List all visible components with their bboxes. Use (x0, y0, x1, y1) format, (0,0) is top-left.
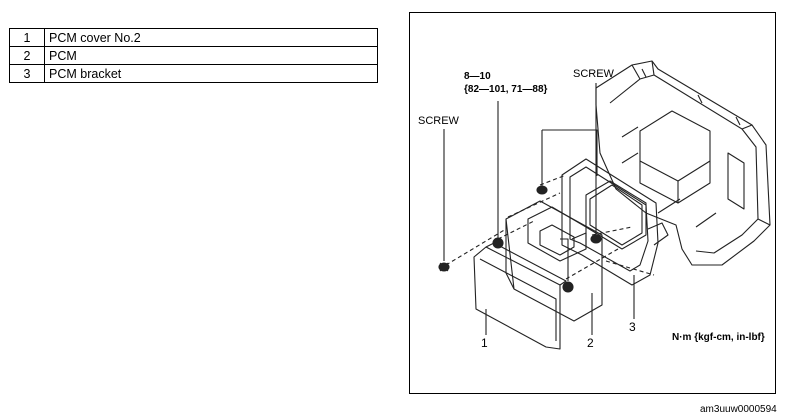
table-row: 3 PCM bracket (9, 64, 378, 83)
nut-left (492, 237, 504, 249)
screw-label-top: SCREW (573, 68, 614, 80)
part-name: PCM bracket (44, 64, 378, 83)
torque-value-alt: {82—101, 71—88} (464, 84, 548, 95)
part-number: 2 (9, 46, 45, 65)
table-row: 2 PCM (9, 46, 378, 65)
pcm-cover-outline (473, 242, 567, 350)
screw-left (438, 262, 450, 272)
table-row: 1 PCM cover No.2 (9, 28, 378, 47)
screw-center (590, 234, 602, 244)
screw-upper (536, 185, 548, 195)
pcm-unit-outline (505, 200, 603, 322)
alignment-dashes (445, 174, 655, 280)
callout-2: 2 (587, 336, 594, 350)
callout-1: 1 (481, 336, 488, 350)
figure-id: am3uuw0000594 (700, 404, 777, 415)
pcm-tray-outline (595, 60, 771, 266)
exploded-view-figure: 8—10 {82—101, 71—88} SCREW SCREW 1 2 3 N… (409, 12, 776, 394)
nut-lower (562, 281, 574, 293)
torque-value: 8—10 (464, 71, 491, 82)
screw-label-left: SCREW (418, 115, 459, 127)
exploded-view-drawing (438, 60, 771, 350)
part-name: PCM (44, 46, 378, 65)
torque-units-label: N·m {kgf-cm, in-lbf} (672, 332, 765, 343)
parts-table: 1 PCM cover No.2 2 PCM 3 PCM bracket (9, 28, 378, 83)
screw-leader-bracket (541, 129, 598, 188)
part-number: 3 (9, 64, 45, 83)
torque-leader-lower (497, 237, 569, 281)
part-name: PCM cover No.2 (44, 28, 378, 47)
part-number: 1 (9, 28, 45, 47)
callout-3: 3 (629, 320, 636, 334)
